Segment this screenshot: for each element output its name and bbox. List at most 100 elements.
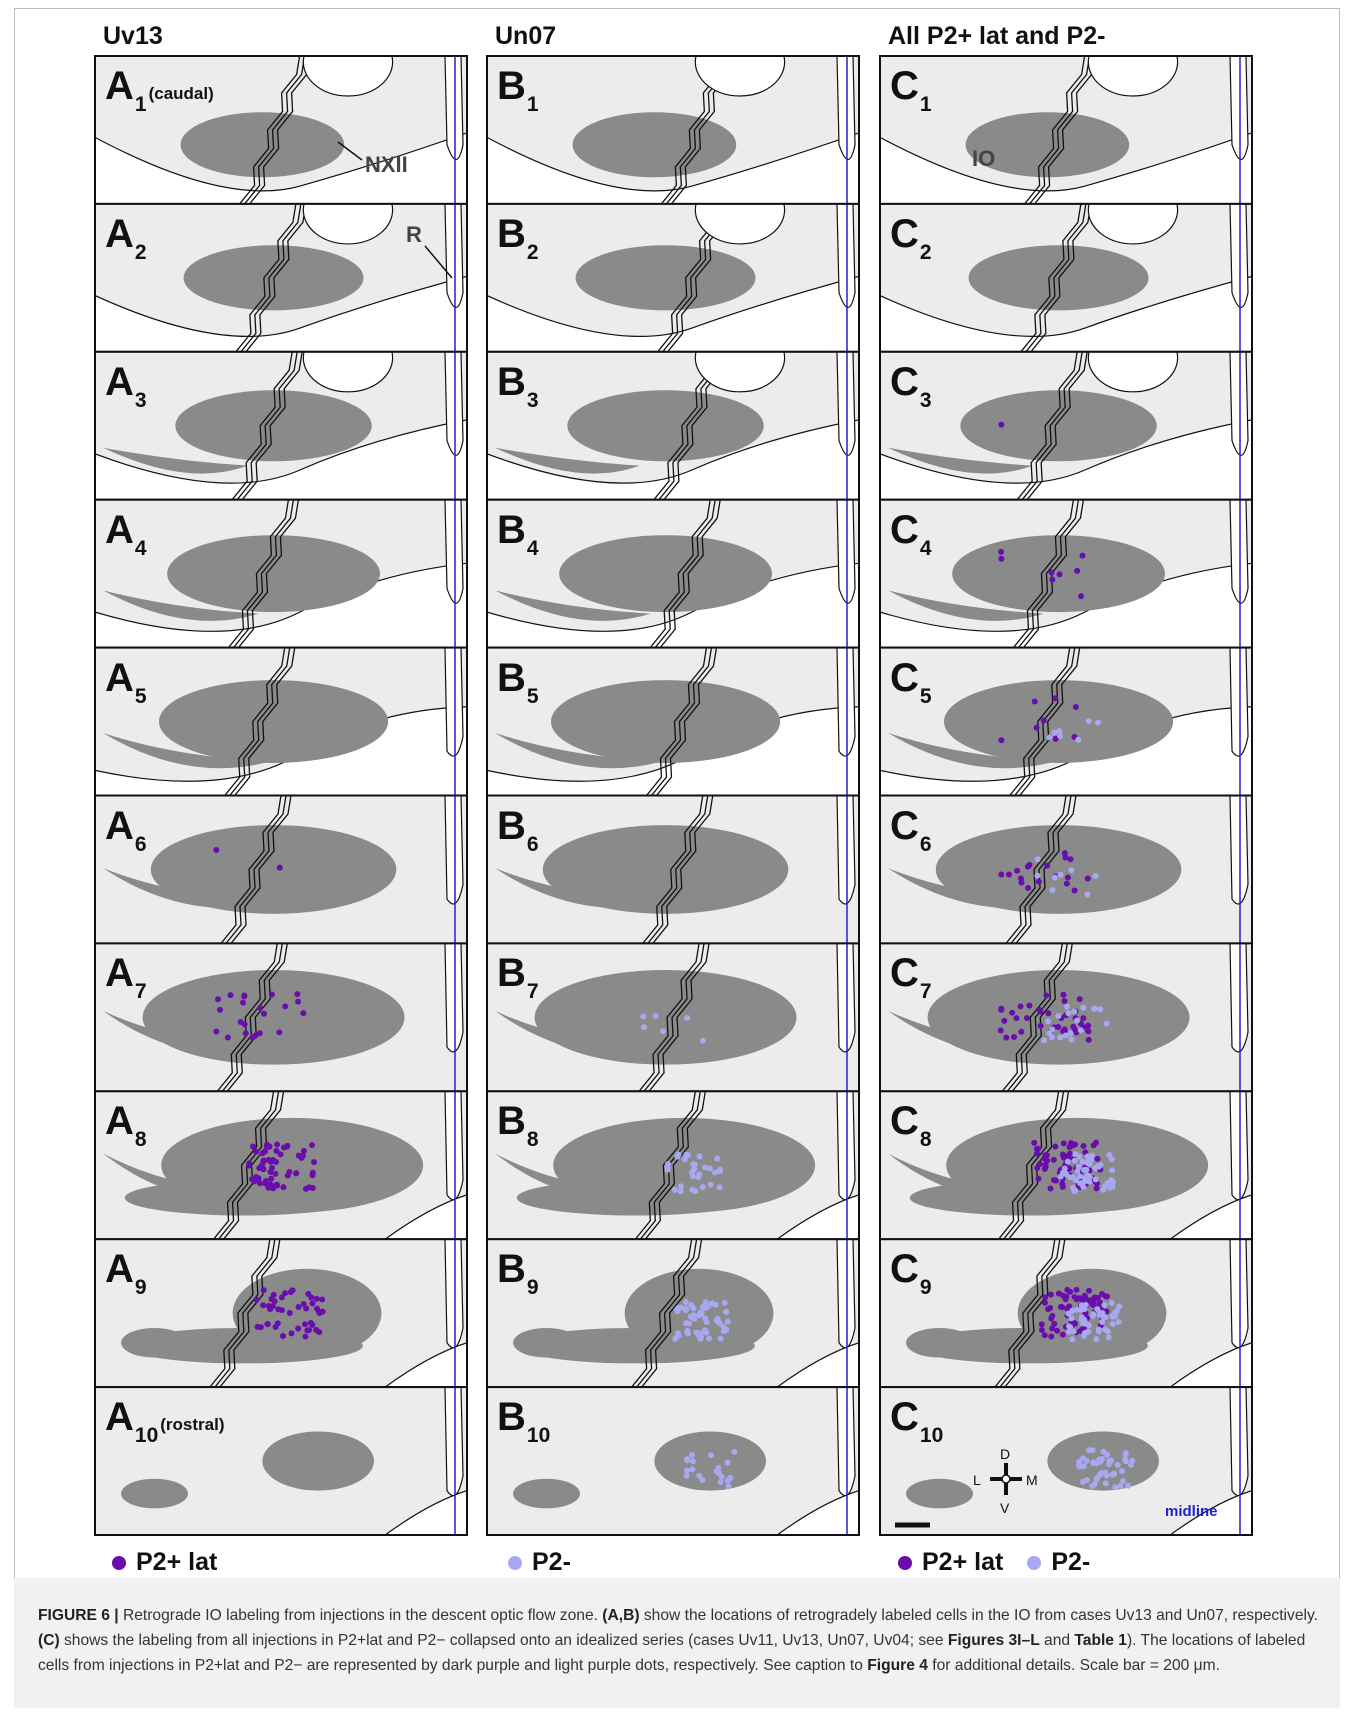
labeled-cell-p2-minus: [685, 1152, 691, 1158]
panel-letter: C: [890, 64, 919, 108]
labeled-cell-p2-lat: [1072, 888, 1078, 894]
labeled-cell-p2-lat: [1054, 1328, 1060, 1334]
labeled-cell-p2-minus: [1096, 1328, 1102, 1334]
io-lamella: [121, 1328, 188, 1358]
labeled-cell-p2-lat: [275, 1306, 281, 1312]
labeled-cell-p2-minus: [1075, 737, 1081, 743]
column-title: Uv13: [103, 22, 163, 51]
labeled-cell-p2-minus: [1058, 872, 1064, 878]
midline-structure: [445, 1239, 463, 1347]
labeled-cell-p2-lat: [268, 1176, 274, 1182]
labeled-cell-p2-minus: [1097, 1006, 1103, 1012]
panel-letter: B: [497, 951, 526, 995]
labeled-cell-p2-minus: [1081, 1333, 1087, 1339]
labeled-cell-p2-lat: [257, 1005, 263, 1011]
panel-letter: C: [890, 656, 919, 700]
labeled-cell-p2-lat: [1041, 718, 1047, 724]
labeled-cell-p2-minus: [702, 1327, 708, 1333]
labeled-cell-p2-lat: [1052, 1143, 1058, 1149]
panel-label: C9: [890, 1249, 932, 1308]
panel-label: A7: [105, 953, 147, 1012]
labeled-cell-p2-lat: [295, 999, 301, 1005]
labeled-cell-p2-lat: [1048, 1291, 1054, 1297]
section-panel: [880, 796, 1252, 944]
labeled-cell-p2-minus: [716, 1470, 722, 1476]
io-nucleus: [960, 390, 1156, 461]
labeled-cell-p2-lat: [282, 1003, 288, 1009]
panel-letter: A: [105, 360, 134, 404]
labeled-cell-p2-lat: [1047, 1305, 1053, 1311]
panel-label: A4: [105, 510, 147, 569]
labeled-cell-p2-minus: [700, 1038, 706, 1044]
labeled-cell-p2-lat: [310, 1172, 316, 1178]
labeled-cell-p2-minus: [1094, 1306, 1100, 1312]
labeled-cell-p2-minus: [703, 1299, 709, 1305]
labeled-cell-p2-lat: [1094, 1156, 1100, 1162]
section-panel: [95, 648, 467, 796]
labeled-cell-p2-minus: [1112, 1484, 1118, 1490]
midline-structure: [445, 352, 463, 456]
labeled-cell-p2-lat: [998, 422, 1004, 428]
labeled-cell-p2-lat: [1044, 1152, 1050, 1158]
labeled-cell-p2-minus: [1055, 1013, 1061, 1019]
labeled-cell-p2-minus: [1072, 1158, 1078, 1164]
panel-index: 8: [135, 1128, 147, 1151]
section-panel: [487, 648, 859, 796]
io-nucleus: [944, 680, 1173, 763]
labeled-cell-p2-lat: [998, 737, 1004, 743]
labeled-cell-p2-lat: [213, 1028, 219, 1034]
labeled-cell-p2-lat: [1067, 1144, 1073, 1150]
labeled-cell-p2-minus: [1071, 1188, 1077, 1194]
panel-label: B5: [497, 658, 539, 717]
labeled-cell-p2-minus: [690, 1161, 696, 1167]
labeled-cell-p2-minus: [683, 1299, 689, 1305]
dorsal-structure: [303, 28, 392, 96]
caption-text: shows the labeling from all injections i…: [60, 1632, 948, 1649]
labeled-cell-p2-lat: [998, 1028, 1004, 1034]
labeled-cell-p2-lat: [1080, 1015, 1086, 1021]
panel-letter: A: [105, 212, 134, 256]
labeled-cell-p2-lat: [305, 1291, 311, 1297]
labeled-cell-p2-lat: [1042, 1300, 1048, 1306]
io-nucleus: [175, 390, 371, 461]
labeled-cell-p2-minus: [691, 1312, 697, 1318]
panel-letter: A: [105, 1099, 134, 1143]
labeled-cell-p2-minus: [1103, 1021, 1109, 1027]
midline-structure: [837, 1091, 855, 1199]
compass-center: [1002, 1475, 1010, 1483]
labeled-cell-p2-lat: [1072, 1321, 1078, 1327]
labeled-cell-p2-minus: [1109, 1300, 1115, 1306]
labeled-cell-p2-minus: [1099, 1456, 1105, 1462]
labeled-cell-p2-lat: [1006, 872, 1012, 878]
labeled-cell-p2-minus: [1110, 1321, 1116, 1327]
labeled-cell-p2-lat: [1049, 1313, 1055, 1319]
labeled-cell-p2-minus: [665, 1164, 671, 1170]
labeled-cell-p2-minus: [1096, 1164, 1102, 1170]
panel-label: B2: [497, 214, 539, 273]
labeled-cell-p2-lat: [1060, 992, 1066, 998]
labeled-cell-p2-minus: [1065, 1159, 1071, 1165]
midline-label: midline: [1165, 1503, 1218, 1520]
labeled-cell-p2-minus: [700, 1184, 706, 1190]
labeled-cell-p2-lat: [295, 1325, 301, 1331]
labeled-cell-p2-minus: [1051, 730, 1057, 736]
panel-letter: C: [890, 1395, 919, 1439]
labeled-cell-p2-lat: [282, 1290, 288, 1296]
panel-letter: C: [890, 1099, 919, 1143]
labeled-cell-p2-minus: [1045, 1018, 1051, 1024]
labeled-cell-p2-minus: [1076, 1164, 1082, 1170]
labeled-cell-p2-lat: [314, 1306, 320, 1312]
legend-b: P2-: [508, 1548, 571, 1577]
labeled-cell-p2-lat: [1001, 1018, 1007, 1024]
panel-letter: B: [497, 656, 526, 700]
labeled-cell-p2-minus: [1115, 1462, 1121, 1468]
panel-index: 1: [920, 93, 932, 116]
labeled-cell-p2-lat: [1080, 553, 1086, 559]
labeled-cell-p2-lat: [1074, 568, 1080, 574]
labeled-cell-p2-lat: [269, 1165, 275, 1171]
panel-letter: A: [105, 508, 134, 552]
panel-label: B6: [497, 806, 539, 865]
labeled-cell-p2-lat: [1061, 1140, 1067, 1146]
midline-structure: [1230, 1387, 1248, 1495]
labeled-cell-p2-minus: [1049, 1026, 1055, 1032]
